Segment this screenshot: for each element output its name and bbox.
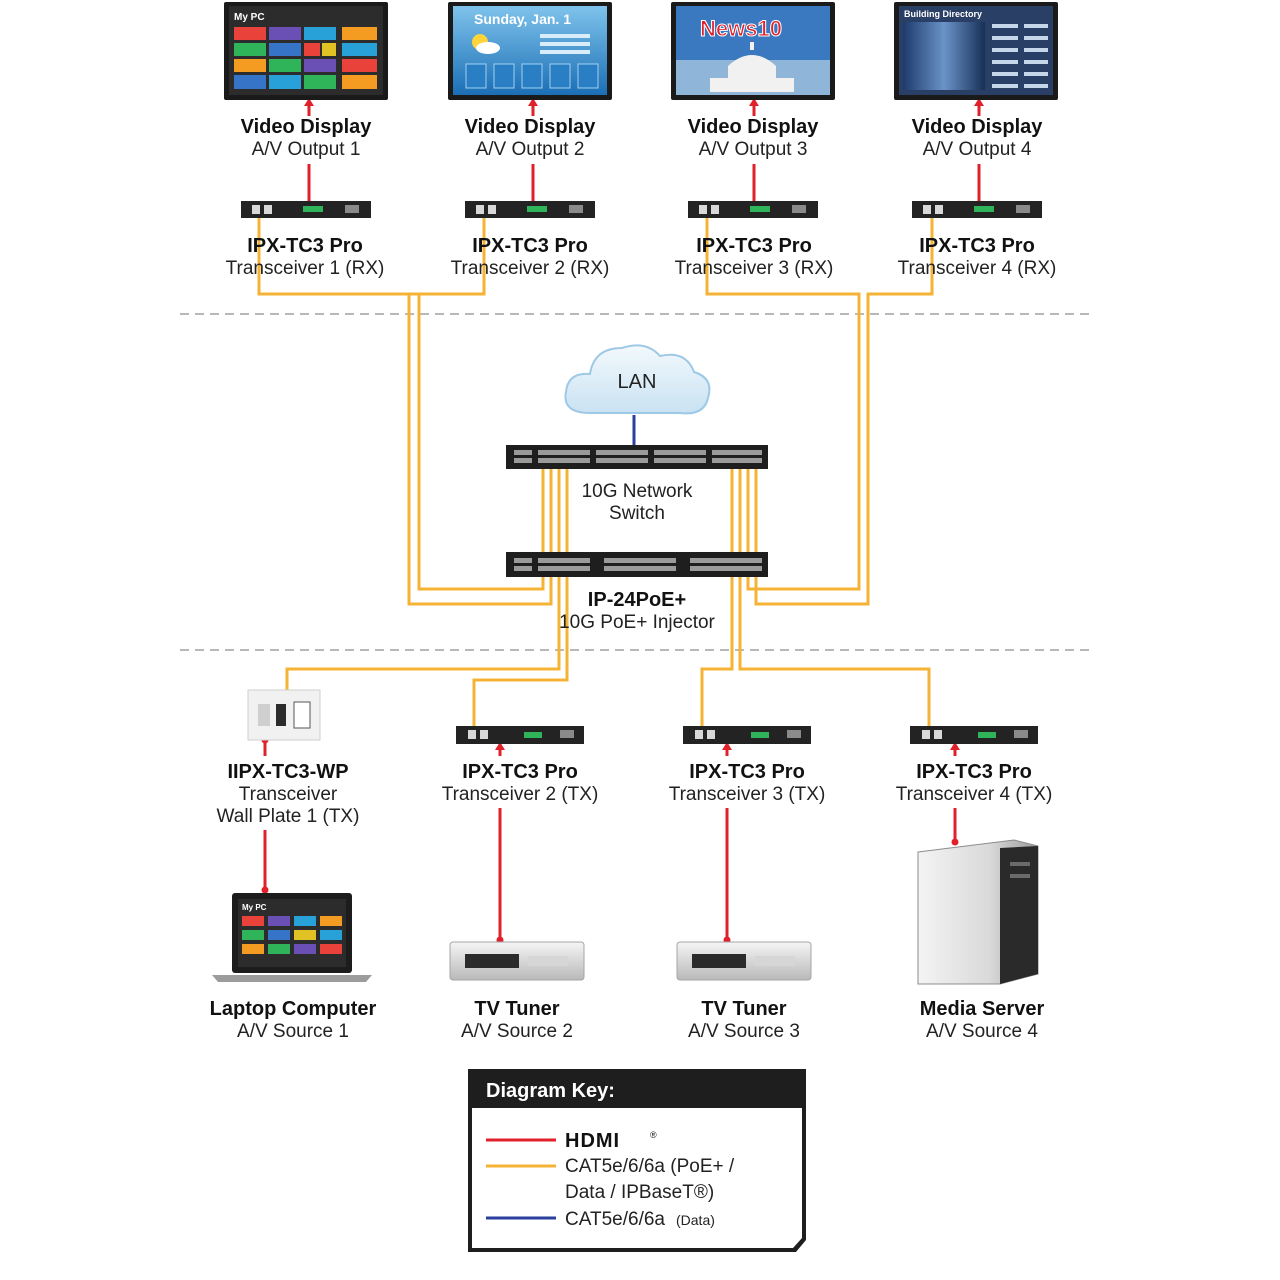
tx-1-line2: Wall Plate 1 (TX)	[217, 806, 360, 827]
tv-tuner-icon-2	[676, 941, 812, 981]
laptop-screen-text: My PC	[242, 903, 267, 912]
display-2-title: Video Display	[465, 116, 597, 138]
transceiver-tx-3	[683, 726, 811, 744]
switch-labels: 10G Network Switch	[582, 481, 693, 524]
tx-4-line1: Transceiver 4 (TX)	[896, 784, 1053, 805]
source-3-subtitle: A/V Source 3	[688, 1021, 800, 1042]
key-data-small: (Data)	[676, 1212, 715, 1228]
rx-3-subtitle: Transceiver 3 (RX)	[675, 258, 834, 279]
tx-3-title: IPX-TC3 Pro	[689, 761, 805, 783]
rx-3-title: IPX-TC3 Pro	[696, 235, 812, 257]
display-1-screen-text: My PC	[234, 12, 265, 23]
tx-3-line1: Transceiver 3 (TX)	[669, 784, 826, 805]
display-1-subtitle: A/V Output 1	[252, 139, 361, 160]
capitol-icon	[710, 55, 794, 92]
injector-labels: IP-24PoE+ 10G PoE+ Injector	[559, 589, 715, 633]
source-3-title: TV Tuner	[701, 998, 786, 1020]
display-4-subtitle: A/V Output 4	[923, 139, 1032, 160]
display-2-subtitle: A/V Output 2	[476, 139, 585, 160]
hdmi-cables	[261, 98, 984, 944]
video-display-4: Building Directory	[894, 2, 1058, 100]
source-1-subtitle: A/V Source 1	[237, 1021, 349, 1042]
poe-cable-tx3	[700, 575, 734, 734]
cloud-icon	[476, 42, 500, 54]
transceiver-rx-3	[688, 201, 818, 218]
display-3-title: Video Display	[688, 116, 820, 138]
switch-ports	[514, 450, 762, 463]
source-4-subtitle: A/V Source 4	[926, 1021, 1038, 1042]
poe-injector	[506, 552, 768, 577]
video-display-1: My PC	[224, 2, 388, 100]
tx-2-line1: Transceiver 2 (TX)	[442, 784, 599, 805]
key-heading: Diagram Key:	[486, 1080, 615, 1102]
injector-title: IP-24PoE+	[588, 589, 686, 611]
display-2-screen-text: Sunday, Jan. 1	[474, 11, 571, 27]
key-poe-line1: CAT5e/6/6a (PoE+ /	[565, 1156, 735, 1177]
key-hdmi-registered: ®	[650, 1130, 657, 1140]
transmitter-labels: IIPX-TC3-WP Transceiver Wall Plate 1 (TX…	[217, 761, 1053, 827]
poe-cable-rx4	[754, 218, 934, 606]
switch-label-line1: 10G Network	[582, 481, 693, 502]
rx-2-title: IPX-TC3 Pro	[472, 235, 588, 257]
poe-cables	[257, 218, 934, 734]
media-server-icon	[917, 839, 1039, 985]
injector-subtitle: 10G PoE+ Injector	[559, 612, 715, 633]
poe-cable-tx1	[285, 575, 561, 690]
transceiver-tx-4	[910, 726, 1038, 744]
display-4-title: Video Display	[912, 116, 1044, 138]
tx-4-title: IPX-TC3 Pro	[916, 761, 1032, 783]
poe-cable-rx2	[407, 218, 553, 606]
app-tiles	[234, 27, 377, 89]
transceiver-rx-2	[465, 201, 595, 218]
tx-1-line1: Transceiver	[239, 784, 338, 805]
lan-label: LAN	[618, 371, 657, 393]
tx-1-title: IIPX-TC3-WP	[227, 761, 348, 783]
source-2-title: TV Tuner	[474, 998, 559, 1020]
source-1-title: Laptop Computer	[210, 998, 377, 1020]
receiver-labels: IPX-TC3 Pro Transceiver 1 (RX) IPX-TC3 P…	[226, 235, 1057, 279]
poe-cable-tx2	[472, 575, 569, 734]
display-4-screen-text: Building Directory	[904, 9, 982, 19]
transceiver-rx-4	[912, 201, 1042, 218]
laptop-icon: My PC	[212, 893, 372, 982]
key-poe-line2: Data / IPBaseT®)	[565, 1182, 714, 1203]
rx-1-title: IPX-TC3 Pro	[247, 235, 363, 257]
video-display-2: Sunday, Jan. 1	[448, 2, 612, 100]
display-1-title: Video Display	[241, 116, 373, 138]
wall-plate-tx-1	[247, 689, 321, 741]
display-labels: Video Display A/V Output 1 Video Display…	[241, 116, 1044, 160]
source-labels: Laptop Computer A/V Source 1 TV Tuner A/…	[210, 998, 1045, 1042]
lan-cloud-icon: LAN	[564, 344, 711, 415]
display-3-subtitle: A/V Output 3	[699, 139, 808, 160]
diagram-key: Diagram Key: HDMI ® CAT5e/6/6a (PoE+ / D…	[468, 1069, 806, 1252]
source-4-title: Media Server	[920, 998, 1045, 1020]
rx-4-subtitle: Transceiver 4 (RX)	[898, 258, 1057, 279]
video-display-3: News10	[671, 2, 835, 100]
building-photo	[903, 22, 985, 90]
rx-2-subtitle: Transceiver 2 (RX)	[451, 258, 610, 279]
network-switch	[506, 445, 768, 469]
poe-cable-rx3	[705, 218, 861, 591]
rx-1-subtitle: Transceiver 1 (RX)	[226, 258, 385, 279]
key-data-main: CAT5e/6/6a	[565, 1209, 665, 1230]
transceiver-tx-2	[456, 726, 584, 744]
switch-label-line2: Switch	[609, 503, 665, 524]
tx-2-title: IPX-TC3 Pro	[462, 761, 578, 783]
poe-cable-rx1	[257, 218, 545, 591]
transceiver-rx-1	[241, 201, 371, 218]
key-hdmi-logo: HDMI	[565, 1130, 620, 1152]
injector-ports	[514, 558, 762, 571]
display-3-screen-text: News10	[700, 16, 782, 41]
poe-cable-tx4	[738, 575, 931, 734]
rx-4-title: IPX-TC3 Pro	[919, 235, 1035, 257]
tv-tuner-icon-1	[449, 941, 585, 981]
source-2-subtitle: A/V Source 2	[461, 1021, 573, 1042]
